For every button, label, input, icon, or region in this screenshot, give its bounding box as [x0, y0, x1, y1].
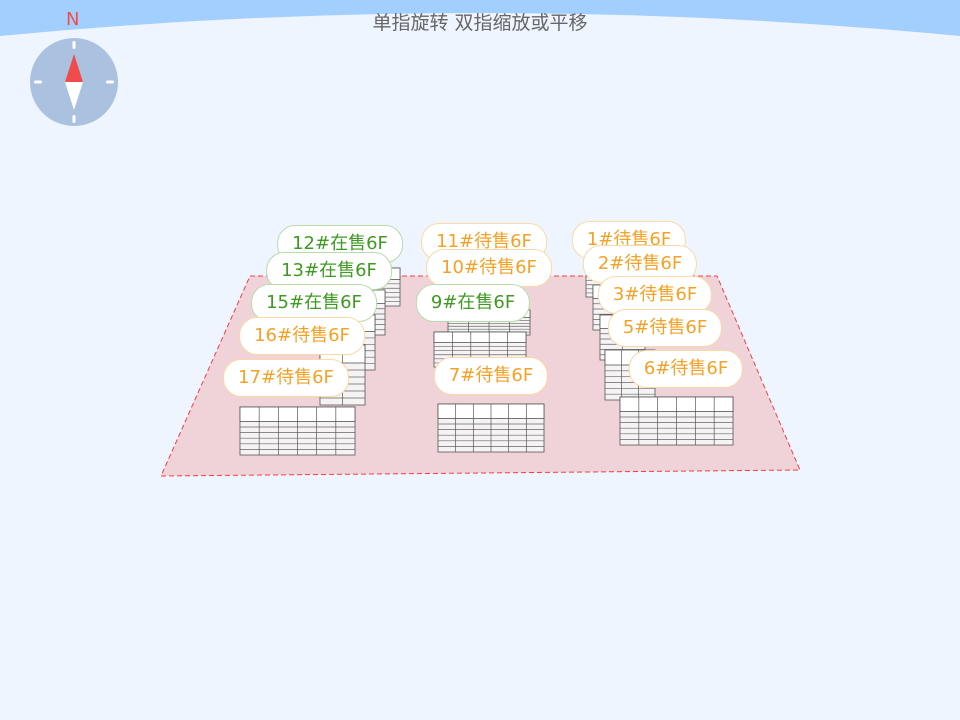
- building-label-7[interactable]: 7#待售6F: [433, 357, 549, 395]
- building-label-10[interactable]: 10#待售6F: [426, 249, 552, 287]
- building-label-17[interactable]: 17#待售6F: [223, 359, 349, 397]
- building-label-13[interactable]: 13#在售6F: [266, 252, 392, 290]
- building-block[interactable]: [239, 406, 356, 456]
- building-label-9[interactable]: 9#在售6F: [415, 284, 531, 322]
- compass-north-label: N: [66, 9, 80, 30]
- building-block[interactable]: [619, 396, 734, 446]
- gesture-hint: 单指旋转 双指缩放或平移: [372, 12, 588, 34]
- building-label-5[interactable]: 5#待售6F: [607, 309, 723, 347]
- building-block[interactable]: [437, 403, 545, 453]
- building-label-3[interactable]: 3#待售6F: [597, 276, 713, 314]
- building-label-6[interactable]: 6#待售6F: [628, 350, 744, 388]
- building-label-16[interactable]: 16#待售6F: [239, 317, 365, 355]
- compass-icon[interactable]: [30, 38, 118, 126]
